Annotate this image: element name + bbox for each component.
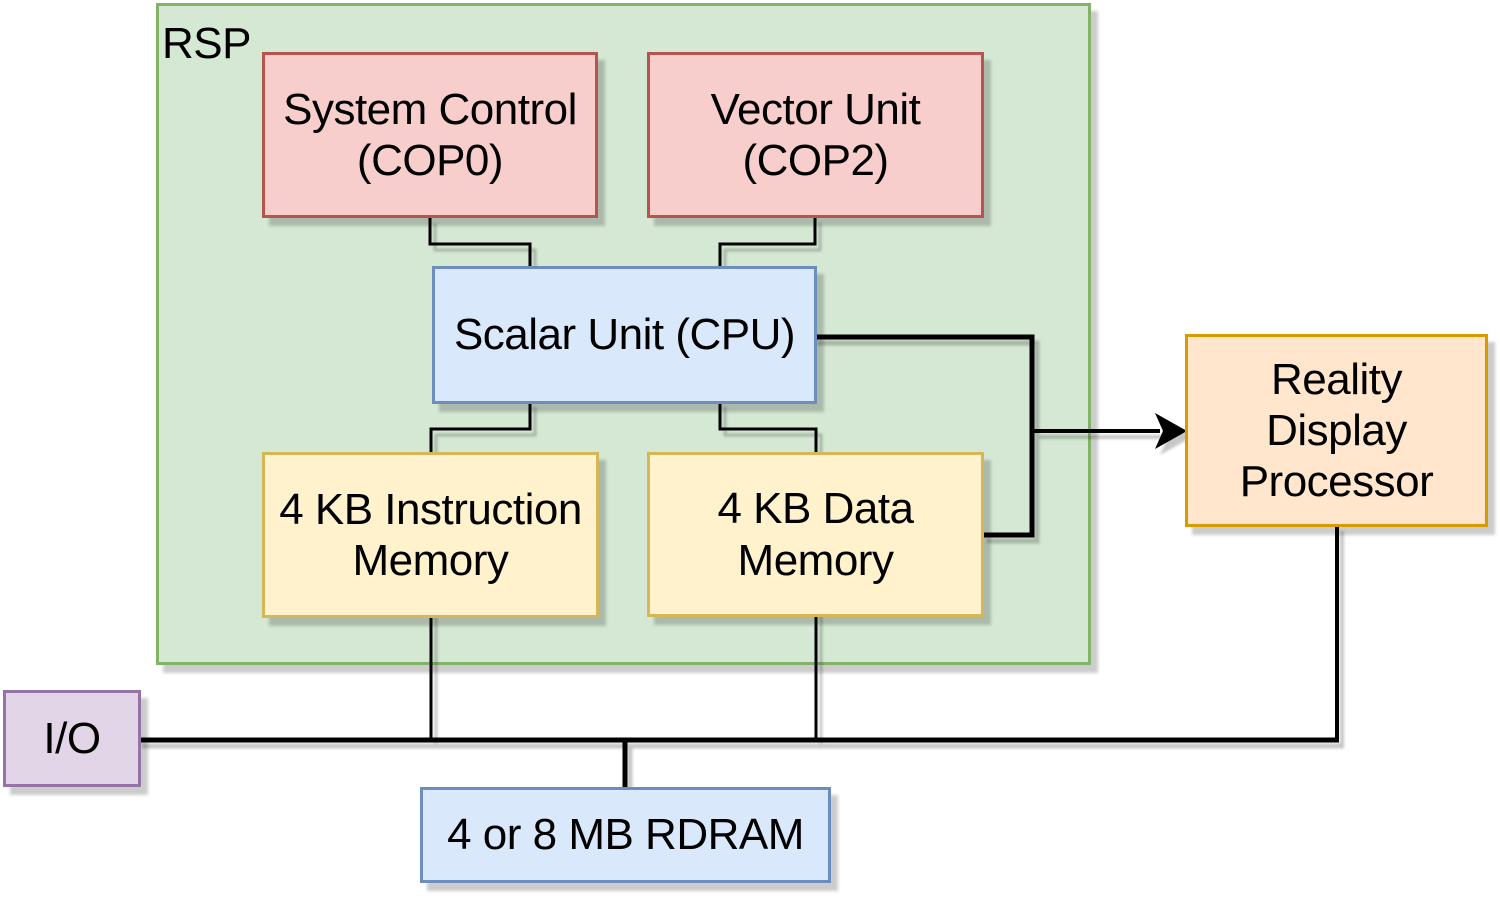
node-instruction-memory-label: 4 KB Instruction Memory: [279, 484, 582, 585]
node-scalar-unit: Scalar Unit (CPU): [432, 266, 817, 404]
node-instruction-memory: 4 KB Instruction Memory: [262, 452, 599, 618]
node-reality-display-processor-label: Reality Display Processor: [1239, 354, 1434, 507]
node-system-control: System Control (COP0): [262, 52, 598, 218]
node-system-control-label: System Control (COP0): [283, 84, 577, 185]
node-io: I/O: [3, 690, 141, 787]
node-data-memory-label: 4 KB Data Memory: [717, 484, 914, 585]
node-reality-display-processor: Reality Display Processor: [1185, 334, 1488, 527]
node-scalar-unit-label: Scalar Unit (CPU): [453, 310, 796, 360]
arrowhead-to-rdp: [1155, 413, 1187, 449]
node-rdram: 4 or 8 MB RDRAM: [420, 787, 831, 883]
node-io-label: I/O: [43, 713, 101, 763]
node-rdram-label: 4 or 8 MB RDRAM: [447, 810, 804, 860]
rsp-label: RSP: [162, 19, 251, 68]
node-vector-unit: Vector Unit (COP2): [647, 52, 984, 218]
node-data-memory: 4 KB Data Memory: [647, 452, 984, 617]
node-vector-unit-label: Vector Unit (COP2): [710, 84, 921, 185]
